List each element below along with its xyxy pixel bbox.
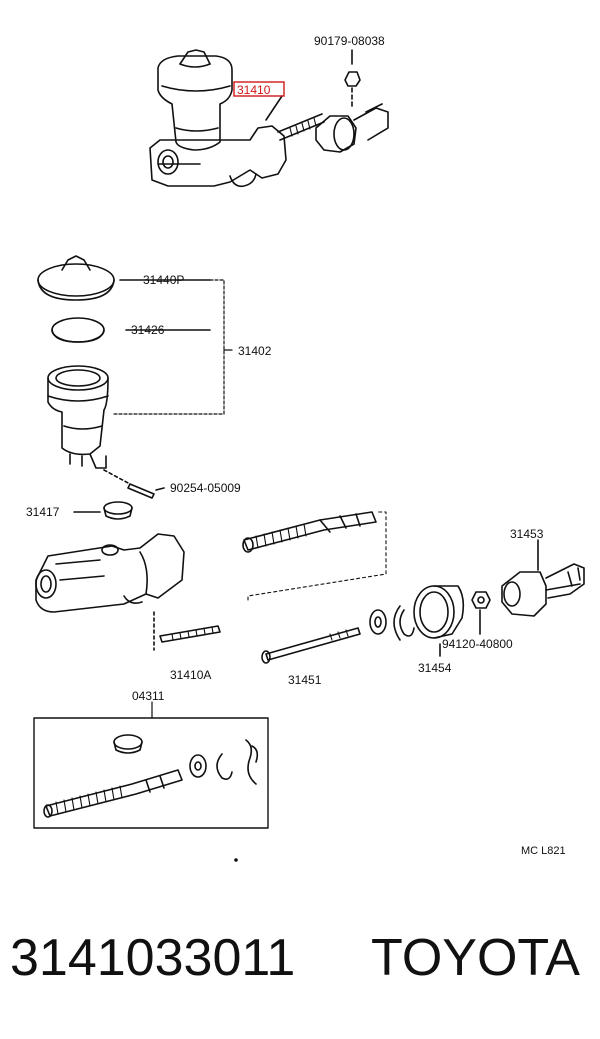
- highlight-box: [233, 81, 285, 97]
- label-nut-top: 90179-08038: [314, 34, 385, 48]
- label-cap: 31440P: [143, 273, 184, 287]
- stud-31410A: [159, 625, 221, 643]
- clevis-31453: [501, 539, 585, 617]
- label-push-rod: 31451: [288, 673, 322, 687]
- label-reservoir-group: 31402: [238, 344, 272, 358]
- label-body: 31410A: [170, 668, 211, 682]
- pin-90254-05009: [103, 469, 165, 499]
- label-pin: 90254-05009: [170, 481, 241, 495]
- boot-31454: [413, 585, 465, 657]
- label-boot: 31454: [418, 661, 452, 675]
- snap-ring: [393, 605, 415, 641]
- assembled-master-cylinder: [149, 49, 389, 188]
- grommet-31417: [73, 501, 133, 520]
- washer: [369, 609, 387, 635]
- repair-kit-box: [33, 701, 269, 829]
- reservoir: [47, 365, 109, 469]
- push-rod-31451: [261, 627, 361, 664]
- piston-assembly: [242, 511, 377, 553]
- label-diaphragm: 31426: [131, 323, 165, 337]
- cap-31440P: [37, 255, 211, 301]
- label-grommet: 31417: [26, 505, 60, 519]
- part-number: 3141033011: [10, 929, 296, 987]
- cylinder-body: [35, 533, 185, 651]
- label-kit: 04311: [132, 689, 165, 703]
- label-clevis: 31453: [510, 527, 544, 541]
- brand-name: TOYOTA: [371, 929, 580, 987]
- diaphragm-31426: [51, 317, 211, 343]
- label-assembly-highlight: 31410: [237, 83, 271, 97]
- clevis-nut: [471, 591, 491, 635]
- label-figure-code: MC L821: [521, 845, 566, 857]
- label-clevis-nut: 94120-40800: [442, 637, 513, 651]
